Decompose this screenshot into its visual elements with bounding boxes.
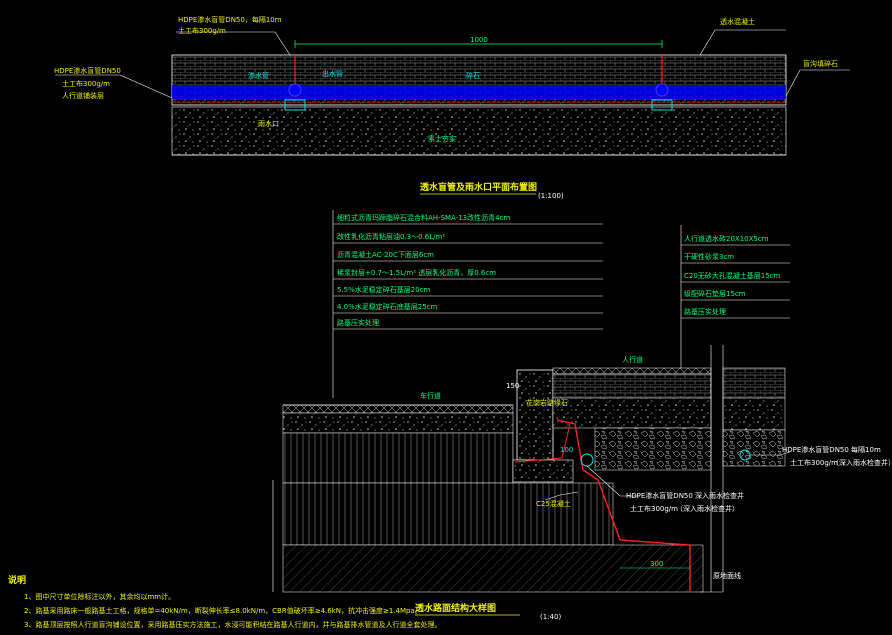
note-3: 3、路基顶层按照人行道盲沟铺设位置，采用路基压实方法施工，水浸可能积结在路基人行… [24, 620, 441, 629]
label-c25: C25混凝土 [536, 499, 571, 508]
sw-layer-4: 级配碎石垫层15cm [684, 289, 746, 298]
plan-top-right-label: 透水混凝土 [720, 17, 755, 26]
plan-pipe-label: 渗水管 [248, 71, 269, 80]
sw-layer-1: 人行道透水砖20X10X5cm [684, 234, 769, 243]
plan-blue-drain-band [172, 85, 786, 99]
plan-inlet-label: 雨水口 [258, 119, 279, 128]
label-sidewalk: 人行道 [622, 355, 643, 364]
road-layer-table: 细粒式沥青玛蹄脂碎石混合料AH-SMA-13改性沥青4cm 改性乳化沥青粘层油0… [332, 210, 603, 398]
inlet-right [651, 99, 673, 111]
plan-mid-label: 碎石 [466, 71, 480, 80]
label-hdpe-mid2: 土工布300g/m [630, 504, 678, 513]
pipe-node-right [655, 83, 669, 97]
label-road: 车行道 [420, 391, 441, 400]
label-hdpe-right3: （深入雨水检查井） [832, 458, 892, 467]
layer-1: 细粒式沥青玛蹄脂碎石混合料AH-SMA-13改性沥青4cm [337, 213, 510, 222]
label-hdpe-mid1: HDPE渗水盲管DN50 深入雨水检查井 [626, 491, 744, 500]
sidewalk-layer-table: 人行道透水砖20X10X5cm 干硬性砂浆3cm C20无砂大孔混凝土基层15c… [680, 225, 790, 370]
label-curb: 花岗岩路缘石 [526, 398, 568, 407]
section-scale: (1:40) [540, 613, 561, 621]
dim-300: 300 [650, 560, 663, 568]
plan-hdpe-top-label: HDPE渗水盲管DN50，每隔10m [178, 15, 282, 24]
sw-layer-5: 路基压实处理 [684, 307, 726, 316]
dim-150: 150 [506, 382, 519, 390]
plan-base-label: 素土夯实 [428, 134, 456, 143]
layer-7: 路基压实处理 [337, 318, 379, 327]
note-1: 1、图中尺寸单位除标注以外，其余均以mm计。 [24, 592, 175, 601]
inlet-left [284, 99, 306, 111]
plan-left-label2: 土工布300g/m [62, 79, 110, 88]
layer-4: 稀浆封层+0.7～1.5L/m² 透层乳化沥青，厚0.6cm [337, 268, 496, 277]
section-pipe-mid [580, 453, 594, 467]
label-ground: 原地面线 [713, 571, 741, 580]
notes-heading: 说明 [8, 574, 26, 586]
sw-layer-2: 干硬性砂浆3cm [684, 252, 734, 261]
layer-3: 沥青混凝土AC-20C下面层6cm [337, 250, 434, 259]
dim-100: 100 [560, 446, 573, 454]
dim-1000-label: 1000 [470, 36, 488, 44]
plan-gravel-band [171, 106, 787, 156]
layer-5: 5.5%水泥稳定碎石基层20cm [337, 285, 431, 294]
plan-flow-label: 出水管 [322, 69, 343, 78]
curb [516, 369, 554, 461]
cross-section: 150 100 300 车行道 人行道 花岗岩路缘石 C25混凝土 HDPE渗水… [272, 345, 892, 621]
layer-6: 4.0%水泥稳定碎石底基层25cm [337, 302, 438, 311]
trench-outline [556, 419, 691, 592]
plan-left-label3: 人行道铺装层 [62, 91, 104, 100]
sw-layer-3: C20无砂大孔混凝土基层15cm [684, 271, 781, 280]
plan-title: 透水盲管及雨水口平面布置图 [420, 181, 537, 193]
note-2: 2、路基采用路床一般路基土工格，规格单=40kN/m，断裂伸长率≤8.0kN/m… [24, 606, 422, 615]
plan-right-label: 盲沟填碎石 [803, 59, 838, 68]
layer-2: 改性乳化沥青粘层油0.3～0.6L/m² [337, 232, 445, 241]
label-hdpe-right2: 土工布300g/m [790, 458, 838, 467]
section-title: 透水路面结构大样图 [415, 602, 496, 614]
plan-view: 1000 HDPE渗水盲管DN50，每隔10m 土工布300g/m 透水混凝土 … [54, 15, 850, 200]
notes: 说明 1、图中尺寸单位除标注以外，其余均以mm计。 2、路基采用路床一般路基土工… [8, 574, 441, 629]
plan-hdpe-top-label2: 土工布300g/m [178, 26, 226, 35]
label-hdpe-mid3: （深入雨水检查井） [676, 504, 739, 513]
label-hdpe-right1: HDPE渗水盲管DN50 每隔10m [782, 445, 881, 454]
plan-scale: (1:100) [538, 192, 564, 200]
pipe-node-left [288, 83, 302, 97]
plan-left-label1: HDPE渗水盲管DN50 [54, 66, 121, 75]
